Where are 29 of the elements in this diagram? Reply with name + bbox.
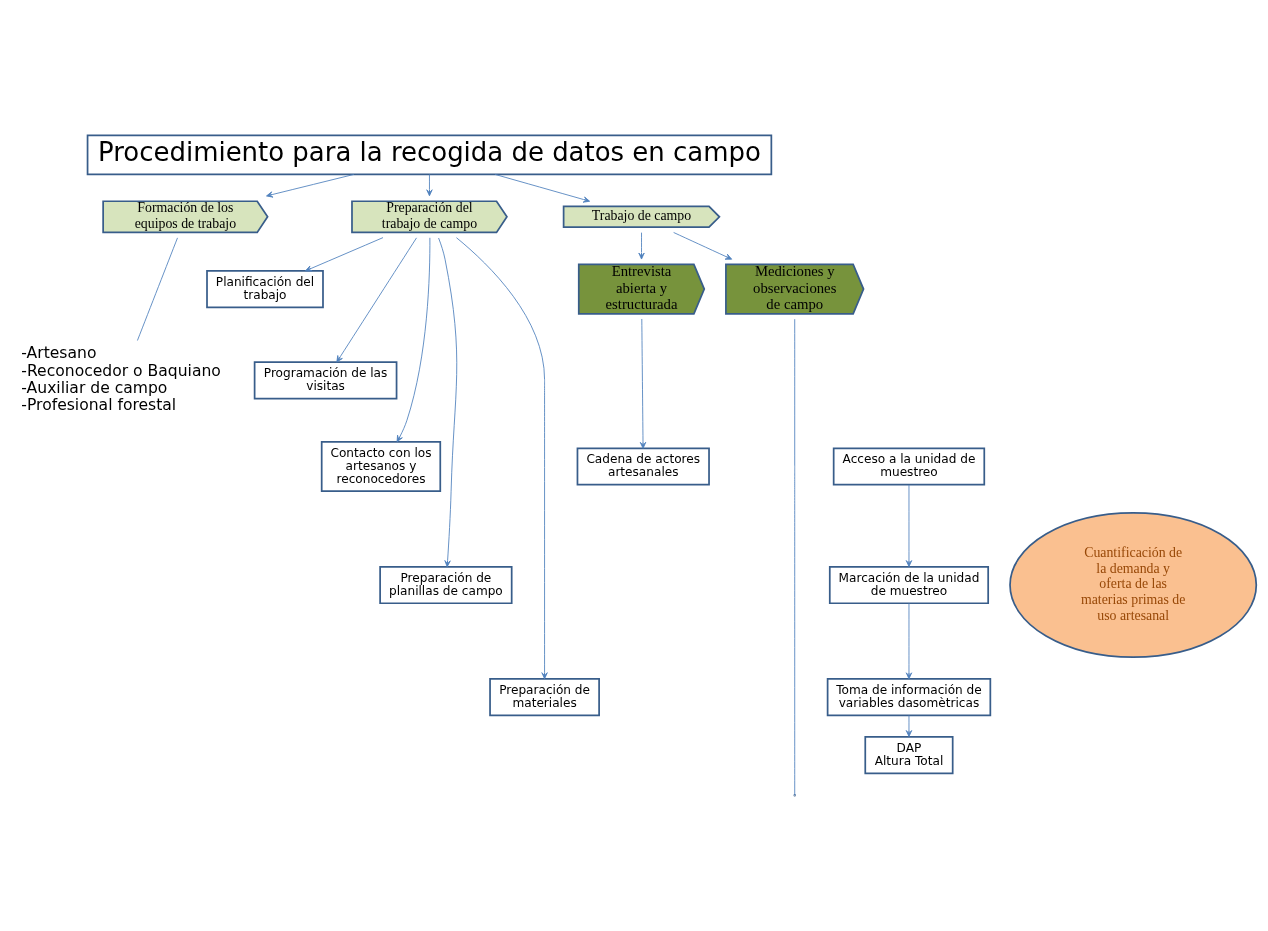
node-box: Preparación de materiales — [489, 678, 600, 717]
node-box: DAP Altura Total — [864, 736, 954, 775]
arrow — [305, 237, 384, 272]
node-box: Cadena de actores artesanales — [576, 447, 710, 486]
arrow — [673, 232, 733, 260]
node-box: Acceso a la unidad de muestreo — [832, 447, 986, 486]
arrow — [639, 318, 647, 449]
node-box: Procedimiento para la recogida de datos en campo — [86, 134, 773, 176]
node-box: Planificación del trabajo — [206, 270, 324, 309]
arrow — [426, 174, 433, 197]
arrow — [905, 484, 913, 568]
node-box: Marcación de la unidad de muestreo — [828, 566, 990, 605]
arrow — [266, 174, 355, 198]
arrow — [638, 232, 645, 260]
arrow — [905, 715, 913, 737]
node-box: Contacto con los artesanos y reconocedores — [320, 441, 442, 493]
arrow — [396, 237, 431, 443]
arrow — [438, 237, 458, 568]
arrow — [905, 602, 913, 680]
node-text: -Artesano -Reconocedor o Baquiano -Auxiliar de campo -Profesional forestal — [21, 344, 221, 415]
node-ellipse: Cuantificación de la demanda y oferta de las materias primas de uso artesanal — [1009, 512, 1258, 659]
node-box: Programación de las visitas — [253, 361, 398, 400]
connector — [137, 237, 178, 341]
arrow — [494, 174, 591, 203]
node-box: Preparación de planillas de campo — [379, 566, 513, 605]
arrow — [336, 237, 417, 363]
connector — [794, 318, 796, 796]
arrow — [456, 237, 548, 680]
node-box: Toma de información de variables dasomètricas — [826, 678, 992, 717]
